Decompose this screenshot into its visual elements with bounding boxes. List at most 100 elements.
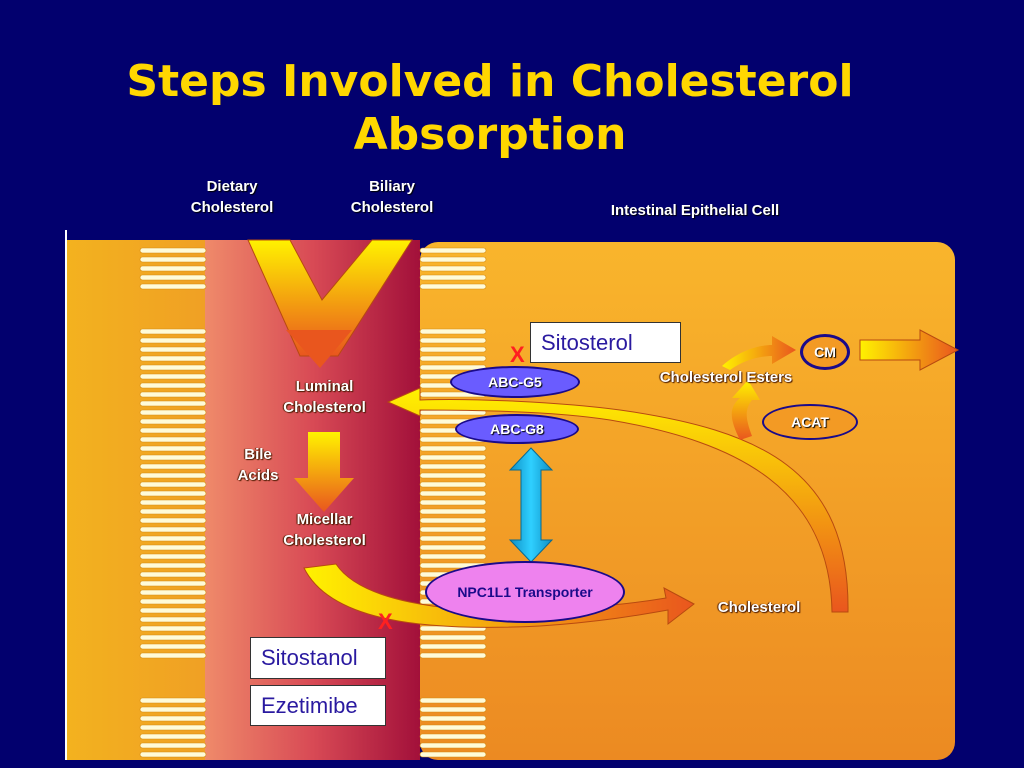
microvillus xyxy=(139,526,207,533)
bile-acids-label: Bile Acids xyxy=(226,444,290,486)
microvillus xyxy=(139,373,207,380)
acat-esterification-arrow xyxy=(731,380,760,440)
page-title-line2: Absorption xyxy=(353,109,627,160)
micellar-cholesterol-label: Micellar Cholesterol xyxy=(262,509,387,551)
dietary-header-line2: Cholesterol xyxy=(190,199,274,216)
chylomicron-export-arrow xyxy=(859,329,960,371)
microvillus xyxy=(139,382,207,389)
biliary-cholesterol-header: Biliary Cholesterol xyxy=(332,176,452,218)
microvillus xyxy=(139,553,207,560)
luminal-cholesterol-label: Luminal Cholesterol xyxy=(262,376,387,418)
microvillus xyxy=(139,328,207,335)
microvillus xyxy=(139,607,207,614)
microvillus xyxy=(139,490,207,497)
microvillus xyxy=(139,634,207,641)
microvillus xyxy=(419,283,487,290)
microvillus xyxy=(419,346,487,353)
microvillus xyxy=(419,256,487,263)
microvillus xyxy=(419,544,487,551)
microvillus xyxy=(139,436,207,443)
microvillus xyxy=(419,328,487,335)
microvillus xyxy=(139,517,207,524)
microvillus xyxy=(139,616,207,623)
microvillus xyxy=(419,706,487,713)
microvillus xyxy=(419,742,487,749)
microvillus xyxy=(139,355,207,362)
sitosterol-block-mark: X xyxy=(510,342,525,367)
microvillus xyxy=(419,733,487,740)
microvillus xyxy=(139,427,207,434)
intestinal-epithelial-cell xyxy=(420,242,955,760)
microvillus xyxy=(419,697,487,704)
microvillus xyxy=(139,706,207,713)
microvillus xyxy=(139,733,207,740)
microvillus xyxy=(139,724,207,731)
microvillus xyxy=(419,490,487,497)
cellular-cholesterol-label: Cholesterol xyxy=(717,599,801,616)
microvillus xyxy=(139,652,207,659)
microvillus xyxy=(139,400,207,407)
microvillus xyxy=(139,535,207,542)
microvillus xyxy=(419,643,487,650)
microvillus xyxy=(139,346,207,353)
sitostanol-box: Sitostanol xyxy=(250,637,386,679)
microvillus xyxy=(419,508,487,515)
microvillus xyxy=(139,409,207,416)
microvillus xyxy=(139,598,207,605)
microvillus xyxy=(139,697,207,704)
microvillus xyxy=(419,634,487,641)
microvillus xyxy=(419,247,487,254)
biliary-header-line1: Biliary xyxy=(369,178,415,195)
microvillus xyxy=(139,544,207,551)
microvillus xyxy=(419,553,487,560)
microvillus xyxy=(419,517,487,524)
microvillus xyxy=(139,742,207,749)
microvillus xyxy=(139,364,207,371)
npc1l1-transporter: NPC1L1 Transporter xyxy=(425,561,625,623)
micellar-line2: Cholesterol xyxy=(283,532,366,549)
chylomicron-cm: CM xyxy=(800,334,850,370)
microvillus xyxy=(139,715,207,722)
microvillus xyxy=(139,481,207,488)
dietary-header-line1: Dietary xyxy=(206,178,258,195)
microvillus xyxy=(419,535,487,542)
luminal-line1: Luminal xyxy=(295,378,354,395)
microvillus xyxy=(139,265,207,272)
microvillus xyxy=(139,643,207,650)
microvillus xyxy=(139,247,207,254)
microvillus xyxy=(139,274,207,281)
microvillus xyxy=(139,508,207,515)
microvillus xyxy=(139,589,207,596)
microvillus xyxy=(419,472,487,479)
intestinal-cell-header: Intestinal Epithelial Cell xyxy=(610,202,780,219)
microvillus xyxy=(419,481,487,488)
microvillus xyxy=(419,337,487,344)
microvilli-left xyxy=(139,247,207,758)
microvillus xyxy=(139,418,207,425)
microvillus xyxy=(419,274,487,281)
microvillus xyxy=(419,526,487,533)
microvillus xyxy=(139,580,207,587)
microvillus xyxy=(139,472,207,479)
microvillus xyxy=(419,652,487,659)
microvillus xyxy=(419,445,487,452)
luminal-line2: Cholesterol xyxy=(283,399,366,416)
microvillus xyxy=(139,625,207,632)
page-title-line1: Steps Involved in Cholesterol xyxy=(126,56,854,107)
microvillus xyxy=(419,463,487,470)
microvillus xyxy=(139,562,207,569)
microvillus xyxy=(139,256,207,263)
microvillus xyxy=(139,337,207,344)
microvillus xyxy=(139,499,207,506)
microvillus xyxy=(419,715,487,722)
efflux-to-lumen-arrow xyxy=(386,387,849,613)
dietary-cholesterol-header: Dietary Cholesterol xyxy=(172,176,292,218)
biliary-header-line2: Cholesterol xyxy=(350,199,434,216)
bile-line2: Acids xyxy=(237,467,279,484)
microvillus xyxy=(139,571,207,578)
microvillus xyxy=(139,391,207,398)
converge-arrowhead xyxy=(286,330,352,368)
abc-g8-transporter: ABC-G8 xyxy=(455,414,579,444)
sitosterol-box: Sitosterol xyxy=(530,322,681,363)
ezetimibe-box: Ezetimibe xyxy=(250,685,386,726)
